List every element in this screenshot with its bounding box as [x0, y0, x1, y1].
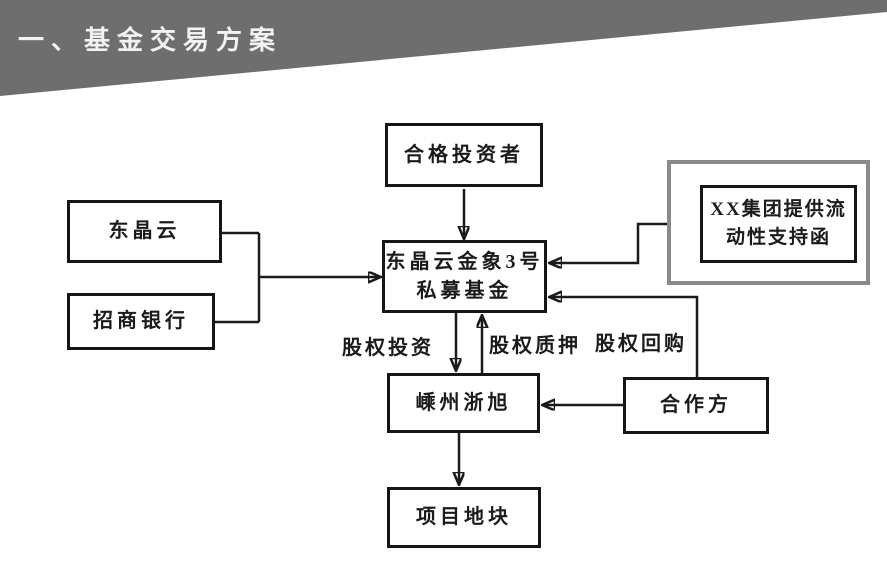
node-liquidity-letter-line1: XX集团提供流	[710, 199, 847, 221]
edge-label-equity-pledge: 股权质押	[489, 335, 581, 357]
node-liquidity-letter: XX集团提供流 动性支持函	[700, 185, 857, 263]
node-private-fund-line2: 私募基金	[416, 279, 513, 302]
edge-partner-to-fund	[550, 297, 699, 377]
node-shengzhou-zhexu-label: 嵊州浙旭	[415, 391, 512, 414]
node-dongjingyun-label: 东晶云	[108, 220, 181, 242]
node-dongjingyun: 东晶云	[67, 200, 222, 263]
node-private-fund-label: 东晶云金象3号 私募基金	[386, 248, 544, 306]
edge-label-equity-investment: 股权投资	[342, 337, 434, 359]
node-private-fund-line1: 东晶云金象3号	[385, 250, 544, 273]
edge-label-equity-repurchase: 股权回购	[595, 333, 687, 355]
node-project-land: 项目地块	[387, 487, 541, 548]
node-cmb-bank-label: 招商银行	[93, 310, 189, 332]
node-liquidity-letter-line2: 动性支持函	[725, 227, 831, 248]
node-cmb-bank: 招商银行	[67, 293, 215, 350]
node-liquidity-letter-label: XX集团提供流 动性支持函	[710, 196, 846, 251]
node-qualified-investor: 合格投资者	[385, 123, 543, 187]
node-qualified-investor-label: 合格投资者	[404, 143, 524, 166]
node-private-fund: 东晶云金象3号 私募基金	[382, 240, 547, 313]
node-partner-label: 合作方	[660, 394, 732, 416]
page-title: 一、基金交易方案	[18, 26, 283, 55]
node-project-land-label: 项目地块	[416, 506, 512, 528]
node-shengzhou-zhexu: 嵊州浙旭	[387, 373, 540, 433]
node-partner: 合作方	[623, 377, 769, 434]
